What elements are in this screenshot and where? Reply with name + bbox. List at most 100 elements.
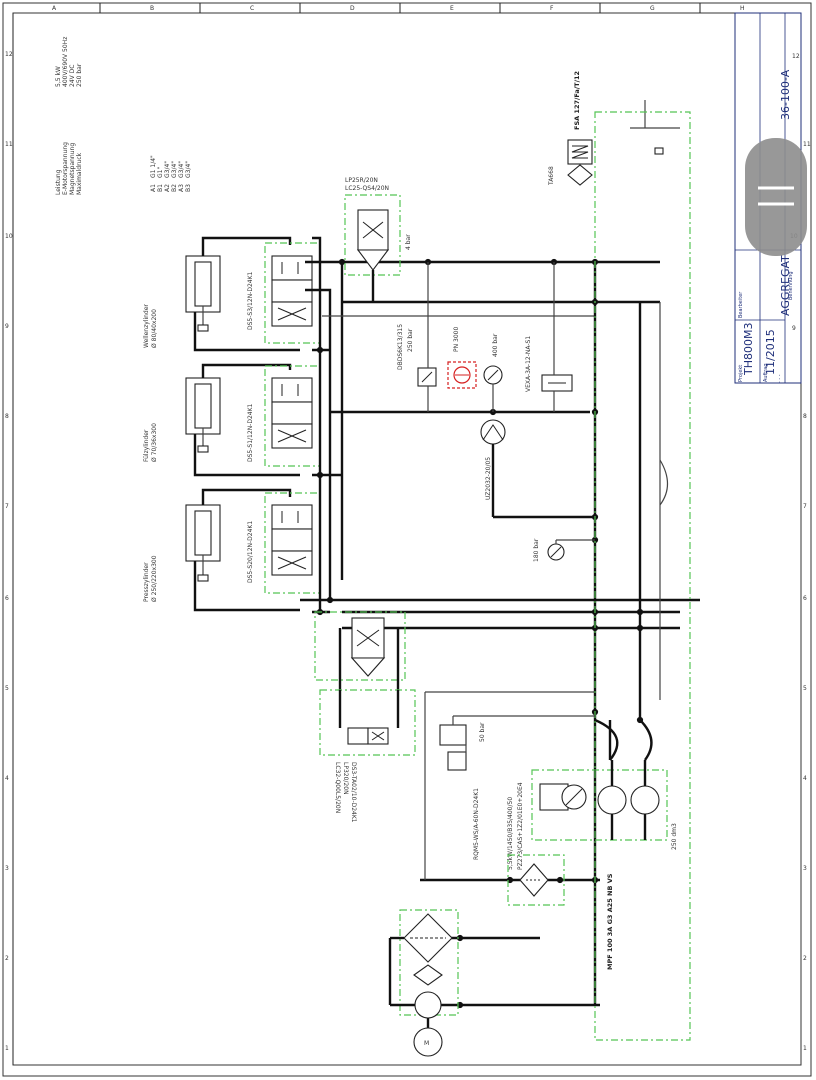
pan-grip-handle[interactable]: [745, 138, 807, 256]
spec-value: 5,5 kW: [55, 66, 62, 87]
col-number: 11: [803, 141, 811, 148]
col-number: 2: [5, 955, 9, 962]
cylinder-name: Fülzylinder: [143, 429, 150, 462]
valve-group-3: DS5-S20/12N-D24K1: [247, 492, 321, 594]
col-number: 5: [803, 685, 807, 692]
row-letter: D: [350, 5, 355, 12]
row-letter: E: [450, 5, 454, 12]
port-size: G1": [157, 167, 164, 178]
gauge-180-label: 180 bar: [533, 538, 540, 562]
dash-field: - - -: [777, 374, 783, 383]
drawing-date: 11/2015: [764, 329, 777, 375]
field-label: Bearbeiter: [738, 291, 744, 318]
row-letter: H: [740, 5, 745, 12]
cylinder-wellen: Wellenzylinder Ø 80/40x200: [143, 255, 221, 348]
gauge-400-label: 400 bar: [492, 333, 499, 357]
spec-label: Leistung: [55, 169, 62, 195]
valve-vexa: VEXA-3A-12-NA-S1: [525, 262, 573, 412]
col-number: 12: [5, 51, 13, 58]
return-filter: MPF 100 3A G3 A25 NB VS: [507, 854, 614, 970]
cylinder-name: Presszylinder: [143, 562, 150, 602]
col-number: 10: [5, 233, 13, 240]
col-number: 4: [803, 775, 807, 782]
return-filter-label: MPF 100 3A G3 A25 NB VS: [606, 873, 614, 970]
spec-value: 250 bar: [76, 63, 83, 87]
spec-label: E-Motorspannung: [62, 142, 69, 195]
cylinder-size: Ø 80/40x200: [151, 309, 158, 348]
valve-bottom: DS3-TA02/10-D24K1 LP320/20N LC32-Q00L5/2…: [319, 689, 416, 823]
sheet-tab: 12: [792, 53, 800, 60]
port-id: A1: [150, 184, 157, 192]
port-size: G3/4": [178, 161, 185, 178]
project-name: TH800M3: [742, 323, 755, 376]
valve-label: DS5-S20/12N-D24K1: [247, 521, 254, 583]
port-size: G3/4": [164, 161, 171, 178]
cylinder-size: Ø 70/36x300: [151, 423, 158, 462]
tank-volume-label: 250 dm3: [671, 823, 678, 850]
check-4bar-label: 4 bar: [405, 234, 412, 250]
drawing-number: 36-100-A: [779, 69, 792, 120]
pump-group: 5,5kW/1450/B35/400/50 PZ273/CAS+1Z2/01E0…: [507, 760, 678, 870]
tank-instruments: TA668 FSA 127/Fa/T/12: [548, 71, 680, 186]
spec-value: 400V/690V 50Hz: [62, 37, 69, 87]
spec-value: 24V DC: [69, 65, 76, 87]
level-indicator-label: FSA 127/Fa/T/12: [573, 71, 581, 130]
col-number: 6: [803, 595, 807, 602]
relief-valve-1: DBDS6K13/315 250 bar: [397, 262, 437, 412]
ports-block: A1 B1 A2 B2 A3 B3 G1 1/4" G1" G3/4" G3/4…: [150, 155, 192, 192]
gauge-180: 180 bar: [533, 538, 595, 562]
check-valve-label: UZ2032-20/05: [485, 457, 492, 500]
filter-bottom: [314, 611, 406, 690]
motor-pump-unit: M: [388, 909, 459, 1057]
field-label: Benennung: [788, 271, 794, 300]
col-number: 1: [5, 1045, 9, 1052]
col-number: 2: [803, 955, 807, 962]
valve-group-2: DS5-S1/12N-D24K1: [247, 365, 321, 467]
row-letter: F: [550, 5, 554, 12]
port-id: B1: [157, 184, 164, 192]
field-label: Projekt: [738, 365, 744, 382]
motor-label: M: [424, 1040, 429, 1047]
gauge-400: 400 bar: [483, 333, 503, 412]
pump-type-label: PZ273/CAS+1Z2/01E0+20E4: [517, 782, 524, 870]
frame-row-letters: A B C D E F G H: [52, 3, 745, 13]
col-number: 7: [803, 503, 807, 510]
valve-label: DS5-S1/12N-D24K1: [247, 403, 254, 462]
col-number: 4: [5, 775, 9, 782]
col-number: 1: [803, 1045, 807, 1052]
accumulator: PN 3000: [447, 327, 477, 389]
specs-block: Leistung E-Motorspannung Magnetspannung …: [55, 37, 83, 195]
pump-spec-label: 5,5kW/1450/B35/400/50: [507, 797, 514, 870]
filter-top-label-2: LC25-QS4/20N: [345, 185, 389, 192]
frame-col-numbers-right: 11 8 7 6 5 4 3 2 1: [803, 141, 811, 1052]
accumulator-label: PN 3000: [453, 327, 460, 352]
col-number: 8: [5, 413, 9, 420]
frame-col-numbers-left: 12 11 10 9 8 7 6 5 4 3 2 1: [5, 51, 13, 1052]
relief-1-label: DBDS6K13/315: [397, 324, 404, 370]
row-letter: B: [150, 5, 154, 12]
sheet-number: 9: [792, 325, 796, 332]
cylinder-press: Presszylinder Ø 250/220x300: [143, 504, 221, 602]
cylinder-size: Ø 250/220x300: [151, 555, 158, 602]
col-number: 11: [5, 141, 13, 148]
tank-gauge-label: TA668: [548, 166, 555, 186]
check-valve: UZ2032-20/05: [480, 419, 595, 519]
vexa-label: VEXA-3A-12-NA-S1: [525, 336, 532, 392]
spec-label: Maximaldruck: [76, 152, 83, 195]
row-letter: A: [52, 5, 57, 12]
bottom-filter-label-2: LC32-Q00L5/20N: [334, 762, 341, 813]
col-number: 3: [803, 865, 807, 872]
relief-2-label: RQM5-WS/A-60N-D24K1: [473, 788, 480, 860]
bottom-valve-label: DS3-TA02/10-D24K1: [350, 762, 357, 823]
port-id: A2: [164, 184, 171, 192]
col-number: 9: [5, 323, 9, 330]
col-number: 5: [5, 685, 9, 692]
port-size: G3/4": [185, 161, 192, 178]
tank-boundary: [594, 111, 691, 1041]
filter-top: LP25R/20N LC25-QS4/20N 4 bar: [344, 177, 412, 302]
port-size: G1 1/4": [150, 155, 157, 178]
relief-1-set: 250 bar: [407, 328, 414, 352]
port-size: G3/4": [171, 161, 178, 178]
filter-top-label: LP25R/20N: [345, 177, 378, 184]
